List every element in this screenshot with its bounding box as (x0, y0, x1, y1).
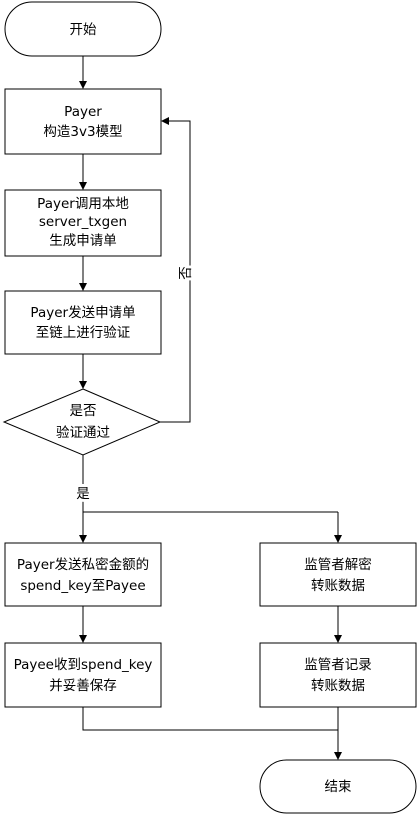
edge-label-no: 否 (178, 266, 194, 280)
send-key-line-1: Payer发送私密金额的 (17, 556, 149, 573)
decrypt-node: 监管者解密 转账数据 (259, 542, 417, 607)
save-key-line-2: 并妥善保存 (49, 678, 117, 694)
record-line-2: 转账数据 (311, 678, 365, 694)
gen-request-line-3: 生成申请单 (49, 233, 117, 249)
verify-line-1: 是否 (70, 403, 97, 419)
build-model-line-2: 构造3v3模型 (43, 124, 122, 140)
start-node: 开始 (4, 1, 162, 57)
send-key-line-2: spend_key至Payee (20, 578, 145, 594)
record-node: 监管者记录 转账数据 (259, 642, 417, 708)
edge-savekey-to-end (82, 707, 338, 731)
edge-build-to-gen (79, 154, 87, 190)
end-node: 结束 (259, 759, 417, 814)
gen-request-line-1: Payer调用本地 (37, 196, 129, 212)
edge-record-to-end (334, 707, 342, 760)
build-model-line-1: Payer (64, 104, 102, 120)
send-key-node: Payer发送私密金额的 spend_key至Payee (4, 542, 162, 607)
decrypt-line-1: 监管者解密 (304, 556, 372, 573)
verify-decision-node: 是否 验证通过 (2, 388, 162, 456)
send-request-line-2: 至链上进行验证 (36, 325, 131, 341)
edge-verify-no-loop (160, 117, 191, 423)
save-key-line-1: Payee收到spend_key (14, 657, 153, 673)
edge-sendkey-to-savekey (79, 606, 87, 643)
edge-label-yes: 是 (76, 486, 90, 502)
start-label: 开始 (70, 22, 97, 38)
gen-request-line-2: server_txgen (39, 214, 127, 230)
build-model-node: Payer 构造3v3模型 (4, 88, 162, 155)
verify-line-2: 验证通过 (56, 425, 110, 441)
edge-decrypt-to-record (334, 606, 342, 643)
decrypt-line-2: 转账数据 (311, 578, 365, 594)
save-key-node: Payee收到spend_key 并妥善保存 (4, 642, 162, 708)
gen-request-node: Payer调用本地 server_txgen 生成申请单 (4, 189, 162, 257)
send-request-node: Payer发送申请单 至链上进行验证 (4, 290, 162, 355)
edge-start-to-build (79, 56, 87, 89)
end-label: 结束 (325, 779, 352, 795)
edge-gen-to-send (79, 256, 87, 291)
edge-send-to-verify (79, 354, 87, 389)
send-request-line-1: Payer发送申请单 (30, 305, 135, 321)
record-line-1: 监管者记录 (304, 657, 372, 673)
edge-verify-yes (79, 455, 342, 543)
